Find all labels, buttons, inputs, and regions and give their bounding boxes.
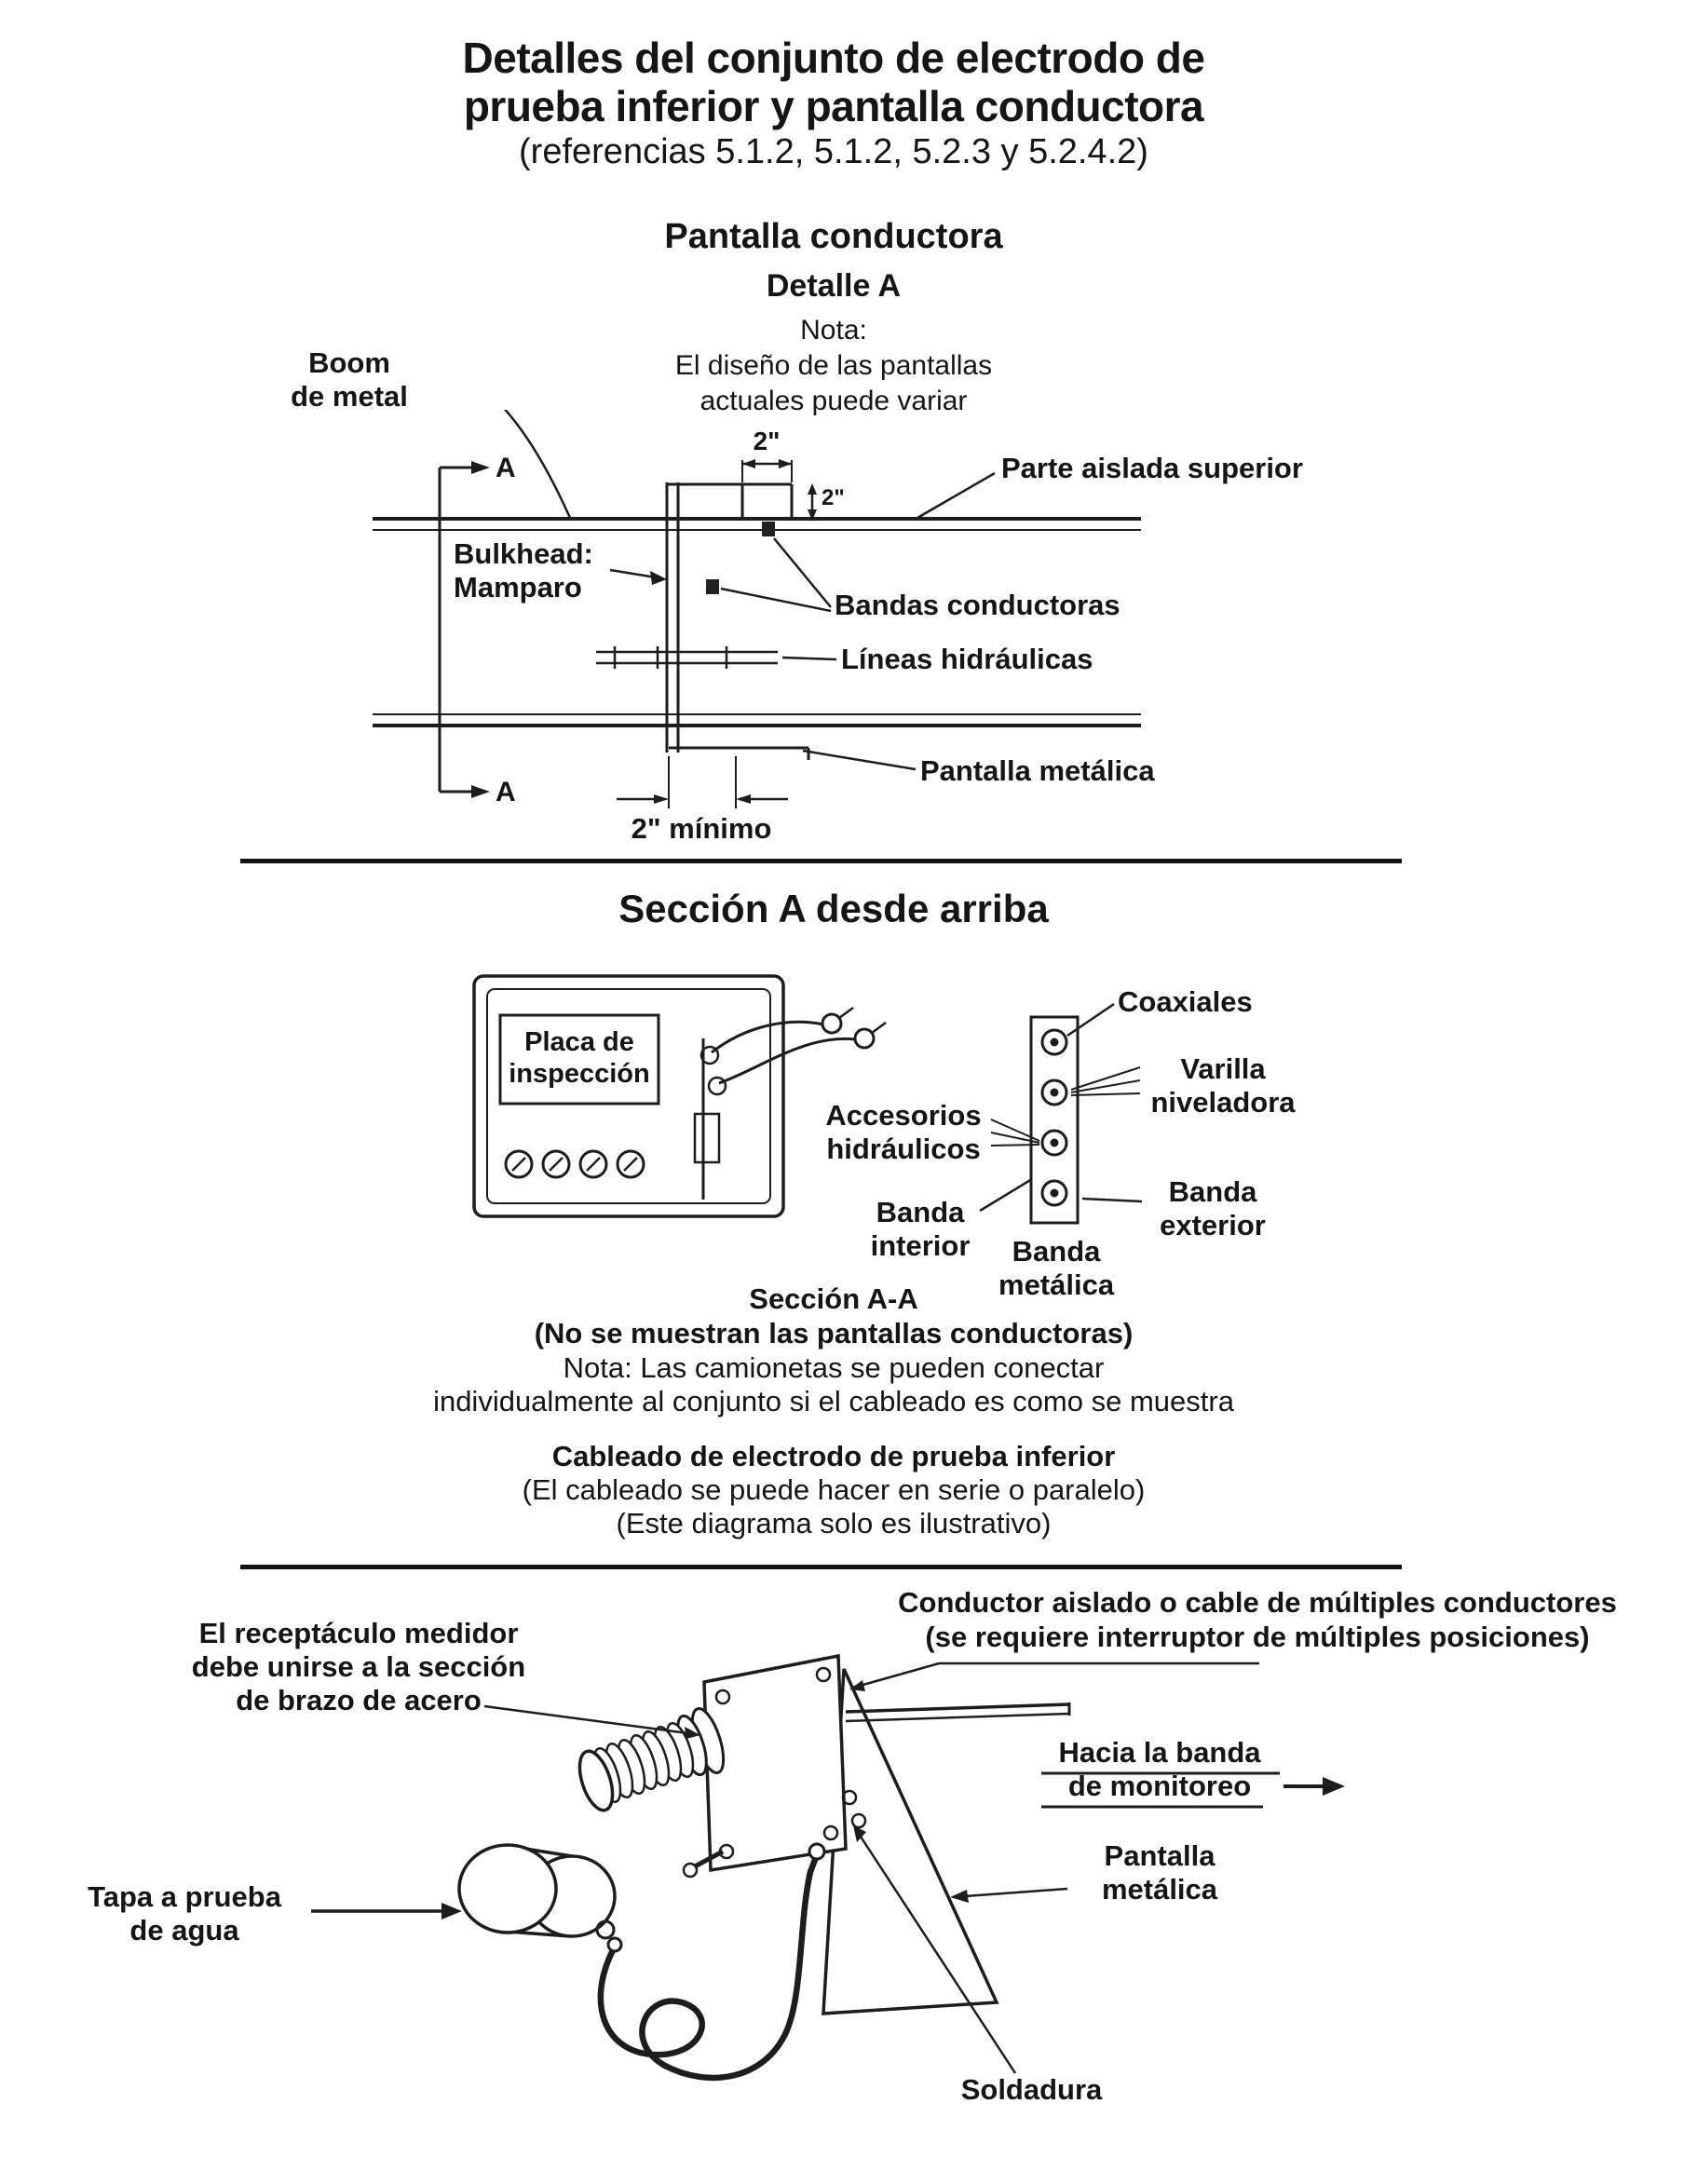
min-dimension (617, 756, 788, 808)
caption-seccion-aa: Sección A-A (749, 1282, 918, 1315)
label-varilla-niveladora: Varilla niveladora (1150, 1052, 1296, 1119)
label-parte-aislada-superior: Parte aislada superior (1001, 452, 1303, 484)
wiring-sub-1: (El cableado se puede hacer en serie o p… (522, 1473, 1146, 1506)
band-strip (1029, 1015, 1080, 1225)
label-dim-top: 2" (753, 427, 781, 455)
detalle-a-line-art (373, 410, 1141, 808)
label-dim-side: 2" (822, 485, 845, 510)
boom-outline (373, 517, 1141, 727)
label-lineas-hidraulicas: Líneas hidráulicas (841, 643, 1093, 675)
junction-box (472, 974, 785, 1218)
section-divider-2 (240, 1565, 1402, 1569)
section-cut-marker (438, 461, 490, 798)
bulkhead-plate (665, 482, 794, 753)
section1-subheading: Detalle A (766, 268, 902, 304)
label-tapa-prueba-agua: Tapa a prueba de agua (88, 1880, 281, 1947)
cables (693, 1006, 887, 1200)
label-receptaculo-medidor: El receptáculo medidor debe unirse a la … (191, 1617, 526, 1716)
page-title-line1: Detalles del conjunto de electrodo de (462, 34, 1205, 82)
hydraulic-lines (596, 646, 778, 669)
leader-lines-seccion-a (979, 1002, 1143, 1213)
label-banda-metalica: Banda metálica (998, 1235, 1115, 1301)
label-accesorios-hidraulicos: Accesorios hidráulicos (825, 1099, 982, 1165)
top-dimension (741, 459, 793, 482)
waterproof-cap (457, 1843, 623, 1953)
bolt-washers (841, 1789, 867, 1829)
label-pantalla-metalica-2: Pantalla metálica (1101, 1839, 1218, 1906)
section1-heading: Pantalla conductora (664, 217, 1003, 256)
mounting-plate (702, 1653, 848, 1873)
wiring-title: Cableado de electrodo de prueba inferior (551, 1440, 1116, 1472)
cableado-line-art (311, 1653, 1345, 2082)
meter-receptacle (577, 1707, 726, 1812)
section1-note: Nota: El diseño de las pantallas actuale… (674, 315, 993, 416)
label-banda-exterior: Banda exterior (1160, 1175, 1266, 1241)
metal-screen-line (669, 746, 810, 760)
leader-lines-cableado (311, 1662, 1345, 2074)
section-divider-1 (240, 859, 1402, 863)
caption-nota-1: Nota: Las camionetas se pueden conectar (563, 1351, 1105, 1384)
conductive-bands (706, 522, 775, 594)
coiled-cable (597, 1842, 826, 2082)
label-bandas-conductoras: Bandas conductoras (835, 589, 1120, 621)
label-banda-interior: Banda interior (870, 1196, 971, 1262)
conductor-rod (845, 1702, 1071, 1723)
caption-nota-2: individualmente al conjunto si el cablea… (433, 1385, 1234, 1418)
screw (682, 1849, 725, 1879)
label-bulkhead-mamparo: Bulkhead: Mamparo (454, 537, 593, 604)
label-soldadura: Soldadura (960, 2073, 1103, 2106)
label-dim-min: 2" mínimo (631, 812, 772, 845)
section2-heading: Sección A desde arriba (618, 887, 1049, 930)
section-marker-a-top: A (496, 453, 516, 483)
label-hacia-banda-monitoreo: Hacia la banda de monitoreo (1058, 1736, 1261, 1802)
label-pantalla-metalica-1: Pantalla metálica (920, 754, 1155, 787)
page-title-line2: prueba inferior y pantalla conductora (463, 82, 1204, 130)
side-dimension (808, 483, 817, 521)
label-conductor-aislado: Conductor aislado o cable de múltiples c… (898, 1586, 1617, 1653)
label-placa-inspeccion: Placa de inspección (509, 1027, 650, 1089)
page-references: (referencias 5.1.2, 5.1.2, 5.2.3 y 5.2.4… (519, 132, 1148, 171)
label-boom-de-metal: Boom de metal (291, 346, 408, 413)
leader-lines-detalle-a (503, 410, 996, 771)
caption-no-pantallas: (No se muestran las pantallas conductora… (534, 1317, 1134, 1350)
seccion-a-line-art (472, 974, 1143, 1225)
section-marker-a-bottom: A (496, 777, 516, 807)
label-coaxiales: Coaxiales (1118, 985, 1253, 1018)
wiring-sub-2: (Este diagrama solo es ilustrativo) (616, 1507, 1052, 1540)
